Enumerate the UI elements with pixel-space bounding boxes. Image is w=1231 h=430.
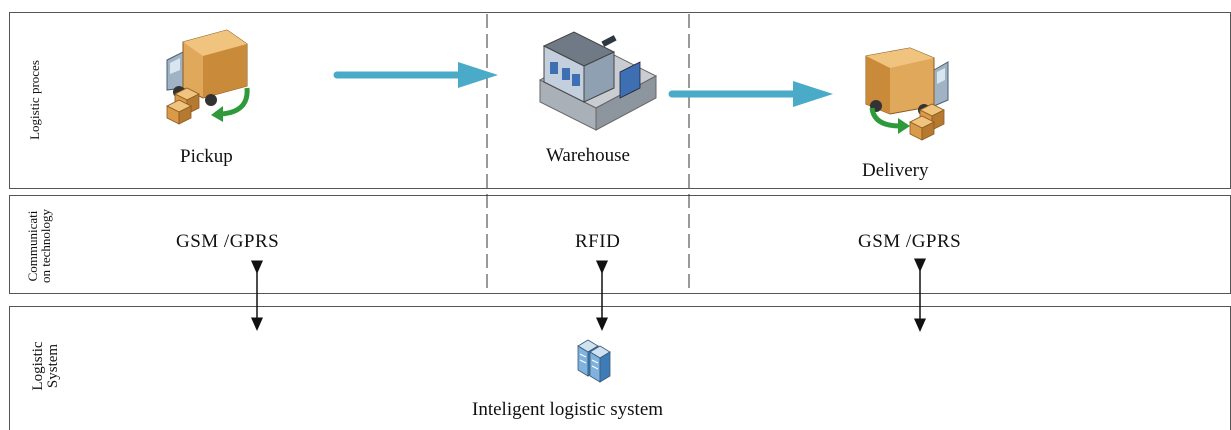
server-icon (577, 339, 611, 383)
warehouse-icon (538, 31, 658, 131)
comm-label-left: GSM /GPRS (176, 231, 280, 252)
stage-label-warehouse: Warehouse (546, 145, 630, 166)
stage-label-pickup: Pickup (180, 146, 233, 167)
truck-delivery-icon (865, 47, 949, 141)
comm-label-center: RFID (575, 231, 621, 252)
system-label: Inteligent logistic system (472, 399, 664, 420)
comm-label-right: GSM /GPRS (858, 231, 962, 252)
flow-arrow-pickup-to-warehouse (333, 62, 498, 88)
flow-arrow-warehouse-to-delivery (668, 81, 833, 107)
truck-pickup-icon (166, 29, 250, 125)
stage-label-delivery: Delivery (862, 160, 929, 181)
